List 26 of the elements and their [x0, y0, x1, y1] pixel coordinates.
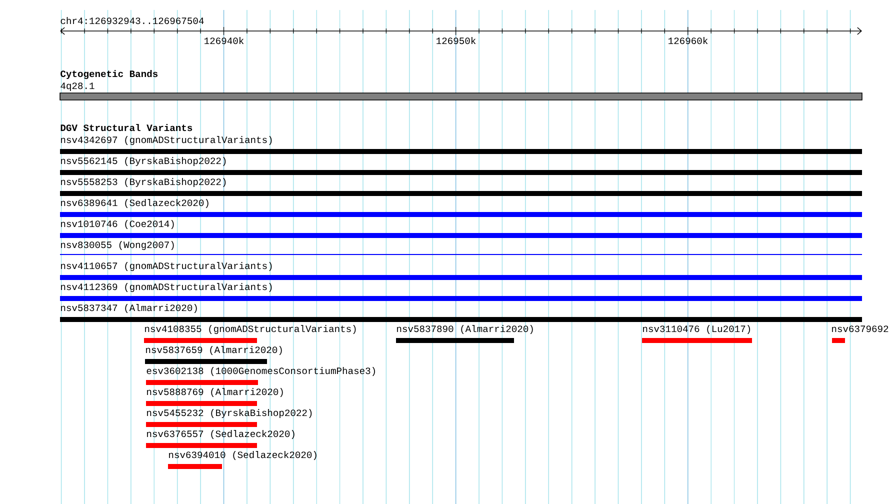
- tick-label: 126940k: [204, 37, 244, 44]
- variant-label: nsv830055 (Wong2007): [61, 241, 174, 250]
- variant-label: nsv4112369 (gnomADStructuralVariants): [61, 283, 272, 292]
- tick-label: 126950k: [436, 37, 476, 44]
- variant-label: nsv4110657 (gnomADStructuralVariants): [61, 262, 272, 271]
- axis-title: chr4:126932943..126967504: [60, 17, 204, 24]
- variant-label: nsv4108355 (gnomADStructuralVariants): [145, 325, 356, 334]
- variant-label: nsv5837659 (Almarri2020): [146, 346, 282, 355]
- track-title: Cytogenetic Bands: [60, 70, 158, 80]
- variant-label: nsv6394010 (Sedlazeck2020): [169, 451, 316, 460]
- variant-label: nsv5888769 (Almarri2020): [147, 388, 283, 397]
- variant-label: nsv3110476 (Lu2017): [643, 325, 750, 334]
- variant-label: nsv5837347 (Almarri2020): [61, 304, 197, 313]
- variant-label: nsv5455232 (ByrskaBishop2022): [147, 409, 312, 418]
- variant-label: nsv6389641 (Sedlazeck2020): [61, 199, 208, 208]
- track-title: DGV Structural Variants: [60, 124, 192, 132]
- variant-label: nsv6379692: [832, 326, 888, 332]
- variant-label: nsv5837890 (Almarri2020): [397, 325, 533, 334]
- variant-label: nsv4342697 (gnomADStructuralVariants): [61, 136, 272, 145]
- variant-label: nsv6376557 (Sedlazeck2020): [147, 430, 294, 439]
- variant-label: nsv1010746 (Coe2014): [61, 220, 174, 229]
- band-label: 4q28.1: [60, 82, 94, 91]
- variant-label: esv3602138 (1000GenomesConsortiumPhase3): [146, 367, 375, 376]
- tick-label: 126960k: [668, 37, 708, 44]
- variant-label: nsv5562145 (ByrskaBishop2022): [61, 157, 226, 166]
- variant-label: nsv5558253 (ByrskaBishop2022): [61, 178, 226, 187]
